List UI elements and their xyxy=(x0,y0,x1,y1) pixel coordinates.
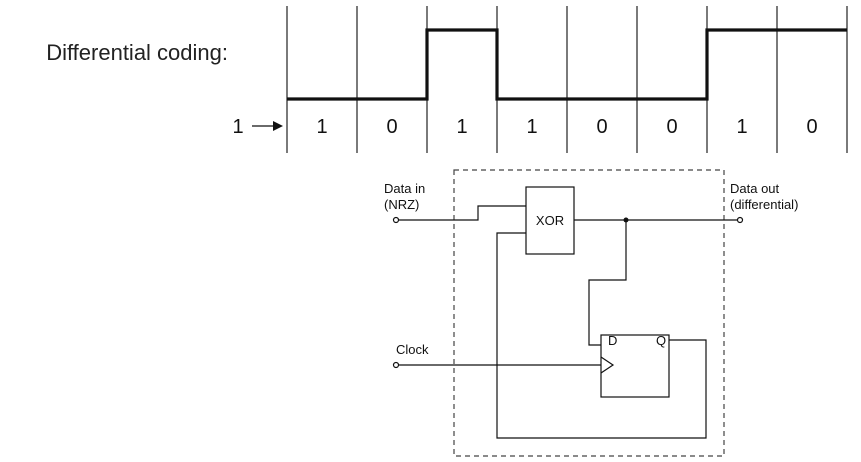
encoder-circuit: Data in (NRZ) XOR Data out (differential… xyxy=(384,169,798,457)
data-in-label-line1: Data in xyxy=(384,181,425,196)
xor-label: XOR xyxy=(536,213,564,228)
data-in-terminal xyxy=(392,216,400,224)
bit-label: 0 xyxy=(596,116,607,138)
initial-bit-label: 1 xyxy=(232,116,243,138)
bit-label: 0 xyxy=(386,116,397,138)
bit-label: 0 xyxy=(806,116,817,138)
bit-label: 1 xyxy=(316,116,327,138)
ff-q-label: Q xyxy=(656,333,666,348)
xor-gate xyxy=(525,186,575,255)
data-out-terminal xyxy=(736,216,744,224)
bit-label: 0 xyxy=(666,116,677,138)
data-in-label-line2: (NRZ) xyxy=(384,197,419,212)
clock-label: Clock xyxy=(396,342,429,357)
data-in-wire xyxy=(399,205,526,221)
clock-input-triangle xyxy=(600,356,615,374)
encoder-boundary xyxy=(453,169,725,457)
q-feedback-wire xyxy=(496,232,707,439)
bit-label: 1 xyxy=(526,116,537,138)
data-out-label-line2: (differential) xyxy=(730,197,798,212)
data-out-label-line1: Data out xyxy=(730,181,780,196)
waveform-heading: Differential coding: xyxy=(46,40,228,65)
waveform-grid xyxy=(286,6,848,153)
clock-terminal xyxy=(392,361,400,369)
bit-labels: 1 0 1 1 0 0 1 0 xyxy=(316,116,817,138)
ff-d-label: D xyxy=(608,333,617,348)
differential-waveform xyxy=(287,28,847,101)
bit-label: 1 xyxy=(736,116,747,138)
output-to-d-wire xyxy=(588,220,627,346)
bit-label: 1 xyxy=(456,116,467,138)
